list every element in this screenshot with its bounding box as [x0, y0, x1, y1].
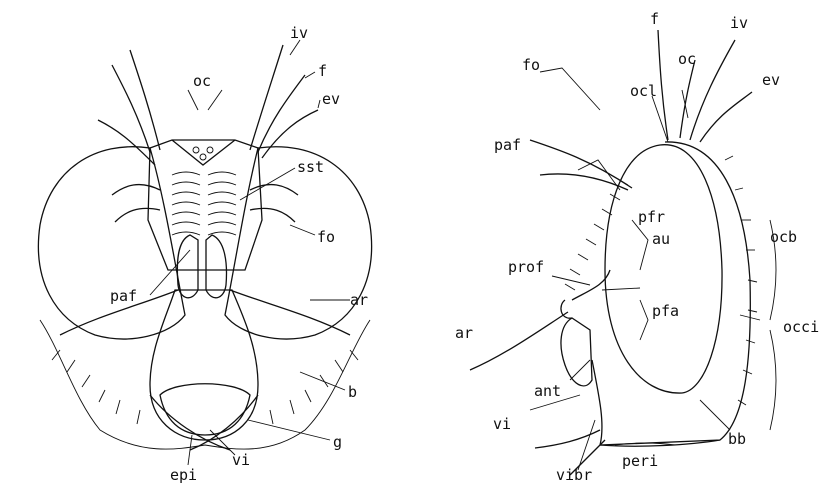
label-oc: oc — [193, 72, 211, 90]
left-compound-eye — [38, 147, 185, 339]
ocellus — [207, 147, 213, 153]
label-peri: peri — [622, 452, 658, 470]
label-bb: bb — [728, 430, 746, 448]
lateral-view-head — [470, 30, 757, 475]
right-antenna — [206, 235, 226, 298]
label-vi-lateral: vi — [493, 415, 511, 433]
label-iv: iv — [290, 24, 308, 42]
label-f-lateral: f — [650, 10, 659, 28]
label-fo-lateral: fo — [522, 56, 540, 74]
label-occi: occi — [783, 318, 819, 336]
label-f: f — [318, 62, 327, 80]
ocellus — [193, 147, 199, 153]
label-fo: fo — [317, 228, 335, 246]
front-view-leader-lines — [150, 40, 350, 465]
label-au: au — [652, 230, 670, 248]
peristome — [592, 360, 720, 446]
label-epi: epi — [170, 466, 197, 484]
label-paf: paf — [110, 287, 137, 305]
ocellus — [200, 154, 206, 160]
label-ant: ant — [534, 382, 561, 400]
label-ar-lateral: ar — [455, 324, 473, 342]
orbital-bristles — [112, 185, 298, 222]
arista — [470, 312, 568, 370]
face-clypeus — [150, 290, 258, 440]
ocellar-triangle — [172, 140, 235, 165]
face — [572, 270, 610, 300]
label-ev: ev — [322, 90, 340, 108]
label-ev-lateral: ev — [762, 71, 780, 89]
label-ocl: ocl — [630, 82, 657, 100]
label-ocb: ocb — [770, 228, 797, 246]
label-prof: prof — [508, 258, 544, 276]
ptilinal-fissure — [602, 288, 640, 290]
lateral-view-leader-lines — [530, 68, 776, 470]
label-sst: sst — [297, 158, 324, 176]
occipital-hairs — [725, 156, 757, 405]
cheek-hairs — [52, 350, 358, 424]
label-pfr: pfr — [638, 208, 665, 226]
frontal-bristles — [172, 172, 236, 235]
gena-region — [40, 320, 370, 449]
label-g: g — [333, 433, 342, 451]
label-vi: vi — [232, 451, 250, 469]
head-bristles — [530, 30, 752, 190]
label-iv-lateral: iv — [730, 14, 748, 32]
antenna — [561, 318, 592, 386]
label-oc-lateral: oc — [678, 50, 696, 68]
label-pfa: pfa — [652, 302, 679, 320]
label-b: b — [348, 383, 357, 401]
label-paf-lateral: paf — [494, 136, 521, 154]
label-ar: ar — [350, 291, 368, 309]
frontal-bristle-row — [565, 179, 628, 290]
label-vibr: vibr — [556, 466, 592, 484]
epistome — [160, 384, 250, 435]
